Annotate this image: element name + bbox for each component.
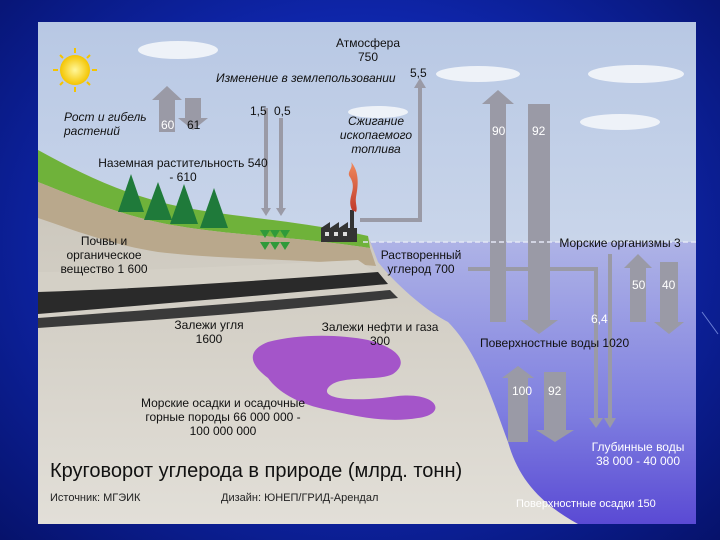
surface-sediments-label: Поверхностные осадки 150 [516, 498, 656, 510]
land-use-value-left: 1,5 [250, 104, 267, 118]
cloud [588, 65, 684, 83]
cloud [138, 41, 218, 59]
plants-down-value: 61 [187, 118, 200, 132]
vegetation-label: Наземная растительность 540 - 610 [98, 156, 268, 184]
source-credit: Источник: МГЭИК [50, 492, 140, 504]
caption-title: Круговорот углерода в природе (млрд. тон… [50, 460, 462, 483]
fossil-fuel-label: Сжигание ископаемого топлива [336, 114, 416, 156]
ocean-up-value: 90 [492, 124, 505, 138]
dissolved-carbon-label: Растворенный углерод 700 [376, 248, 466, 276]
land-use-value-right: 0,5 [274, 104, 291, 118]
marine-sediments-label: Морские осадки и осадочные горные породы… [138, 396, 308, 438]
marine-organisms-label: Морские организмы 3 [556, 236, 684, 250]
land-use-label: Изменение в землепользовании [216, 72, 328, 85]
deep-down-value: 92 [548, 384, 561, 398]
deep-flux-value: 6,4 [591, 312, 608, 326]
plants-up-value: 60 [161, 118, 174, 132]
deep-water-label: Глубинные воды 38 000 - 40 000 [584, 440, 692, 468]
cloud [580, 114, 660, 130]
fossil-fuel-value: 5,5 [410, 66, 427, 80]
plants-exchange-label: Рост и гибель растений [64, 110, 160, 138]
design-credit: Дизайн: ЮНЕП/ГРИД-Арендал [221, 492, 378, 504]
oil-gas-label: Залежи нефти и газа 300 [310, 320, 450, 348]
surface-water-label: Поверхностные воды 1020 [480, 336, 629, 350]
organisms-left-value: 50 [632, 278, 645, 292]
ocean-down-value: 92 [532, 124, 545, 138]
corner-line [700, 310, 720, 340]
deep-up-value: 100 [512, 384, 532, 398]
organisms-right-value: 40 [662, 278, 675, 292]
coal-label: Залежи угля 1600 [164, 318, 254, 346]
soils-label: Почвы и органическое вещество 1 600 [44, 234, 164, 276]
cloud [436, 66, 520, 82]
